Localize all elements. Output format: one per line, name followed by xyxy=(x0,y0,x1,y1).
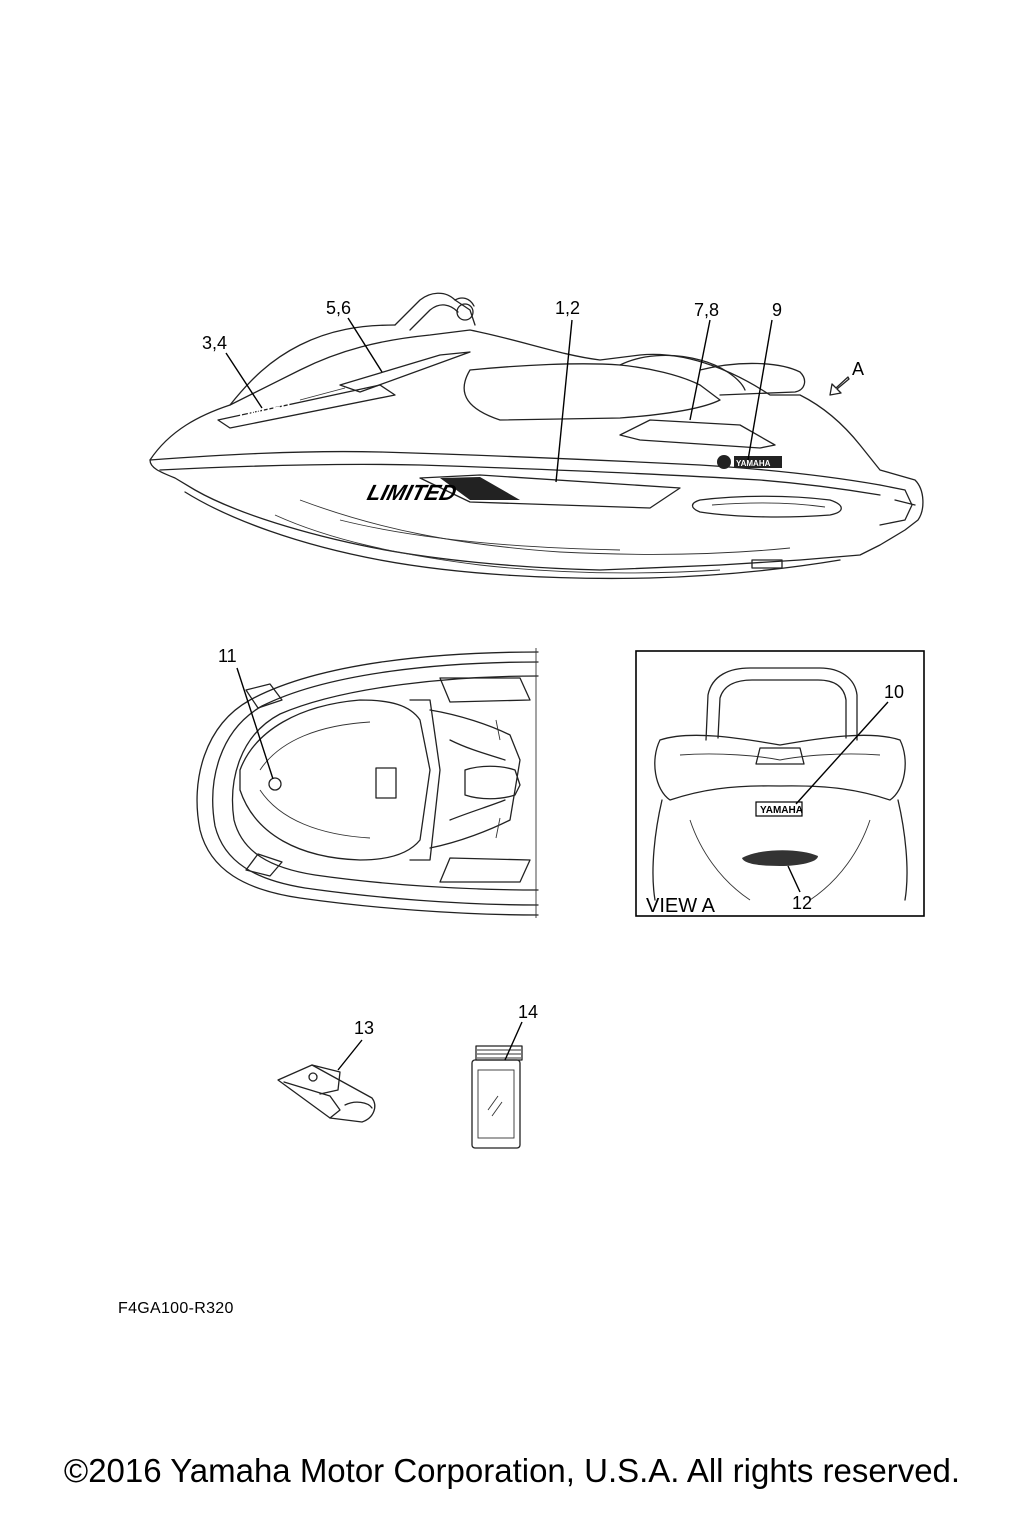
callout-14: 14 xyxy=(518,1002,538,1022)
leader-3-4 xyxy=(225,352,263,409)
callout-11: 11 xyxy=(218,646,237,666)
rear-vx-decal: VX xyxy=(619,419,776,449)
leader-14 xyxy=(504,1021,523,1061)
rear-yamaha-logo: YAMAHA xyxy=(717,455,782,469)
bow-limited-decal: LIMITED xyxy=(238,397,293,423)
view-a-emblem-decal xyxy=(742,850,818,866)
callout-1-2: 1,2 xyxy=(555,298,580,318)
leader-11 xyxy=(236,667,274,780)
callout-7-8: 7,8 xyxy=(694,300,719,320)
leader-9 xyxy=(747,319,773,461)
side-view-watercraft: LIMITED LIMITED VX YAMAHA xyxy=(149,292,924,580)
view-a-label: VIEW A xyxy=(646,895,716,917)
view-a-box: YAMAHA xyxy=(635,650,925,917)
part-code: F4GA100-R320 xyxy=(118,1300,234,1317)
leader-10 xyxy=(795,701,889,805)
view-a-yamaha-badge: YAMAHA xyxy=(755,801,803,817)
side-limited-decal: LIMITED xyxy=(365,474,681,509)
copyright-notice: ©2016 Yamaha Motor Corporation, U.S.A. A… xyxy=(63,1452,961,1489)
view-a-arrow-icon xyxy=(829,376,850,396)
svg-text:LIMITED: LIMITED xyxy=(365,480,460,505)
leader-7-8 xyxy=(689,319,711,421)
top-view-bow xyxy=(196,648,539,918)
callout-5-6: 5,6 xyxy=(326,298,351,318)
callout-12: 12 xyxy=(792,893,812,913)
part-13-decal-tube xyxy=(277,1064,376,1123)
callout-9: 9 xyxy=(772,300,782,320)
callout-13: 13 xyxy=(354,1018,374,1038)
svg-text:YAMAHA: YAMAHA xyxy=(760,805,803,816)
callout-a: A xyxy=(852,359,864,379)
leader-12 xyxy=(787,865,801,893)
callout-3-4: 3,4 xyxy=(202,333,227,353)
leader-1-2 xyxy=(555,319,573,483)
callout-10: 10 xyxy=(884,682,904,702)
part-14-document-pouch xyxy=(471,1045,523,1149)
svg-text:VX: VX xyxy=(660,427,680,443)
leader-13 xyxy=(337,1039,363,1071)
svg-text:YAMAHA: YAMAHA xyxy=(736,459,771,468)
leader-5-6 xyxy=(347,317,383,373)
